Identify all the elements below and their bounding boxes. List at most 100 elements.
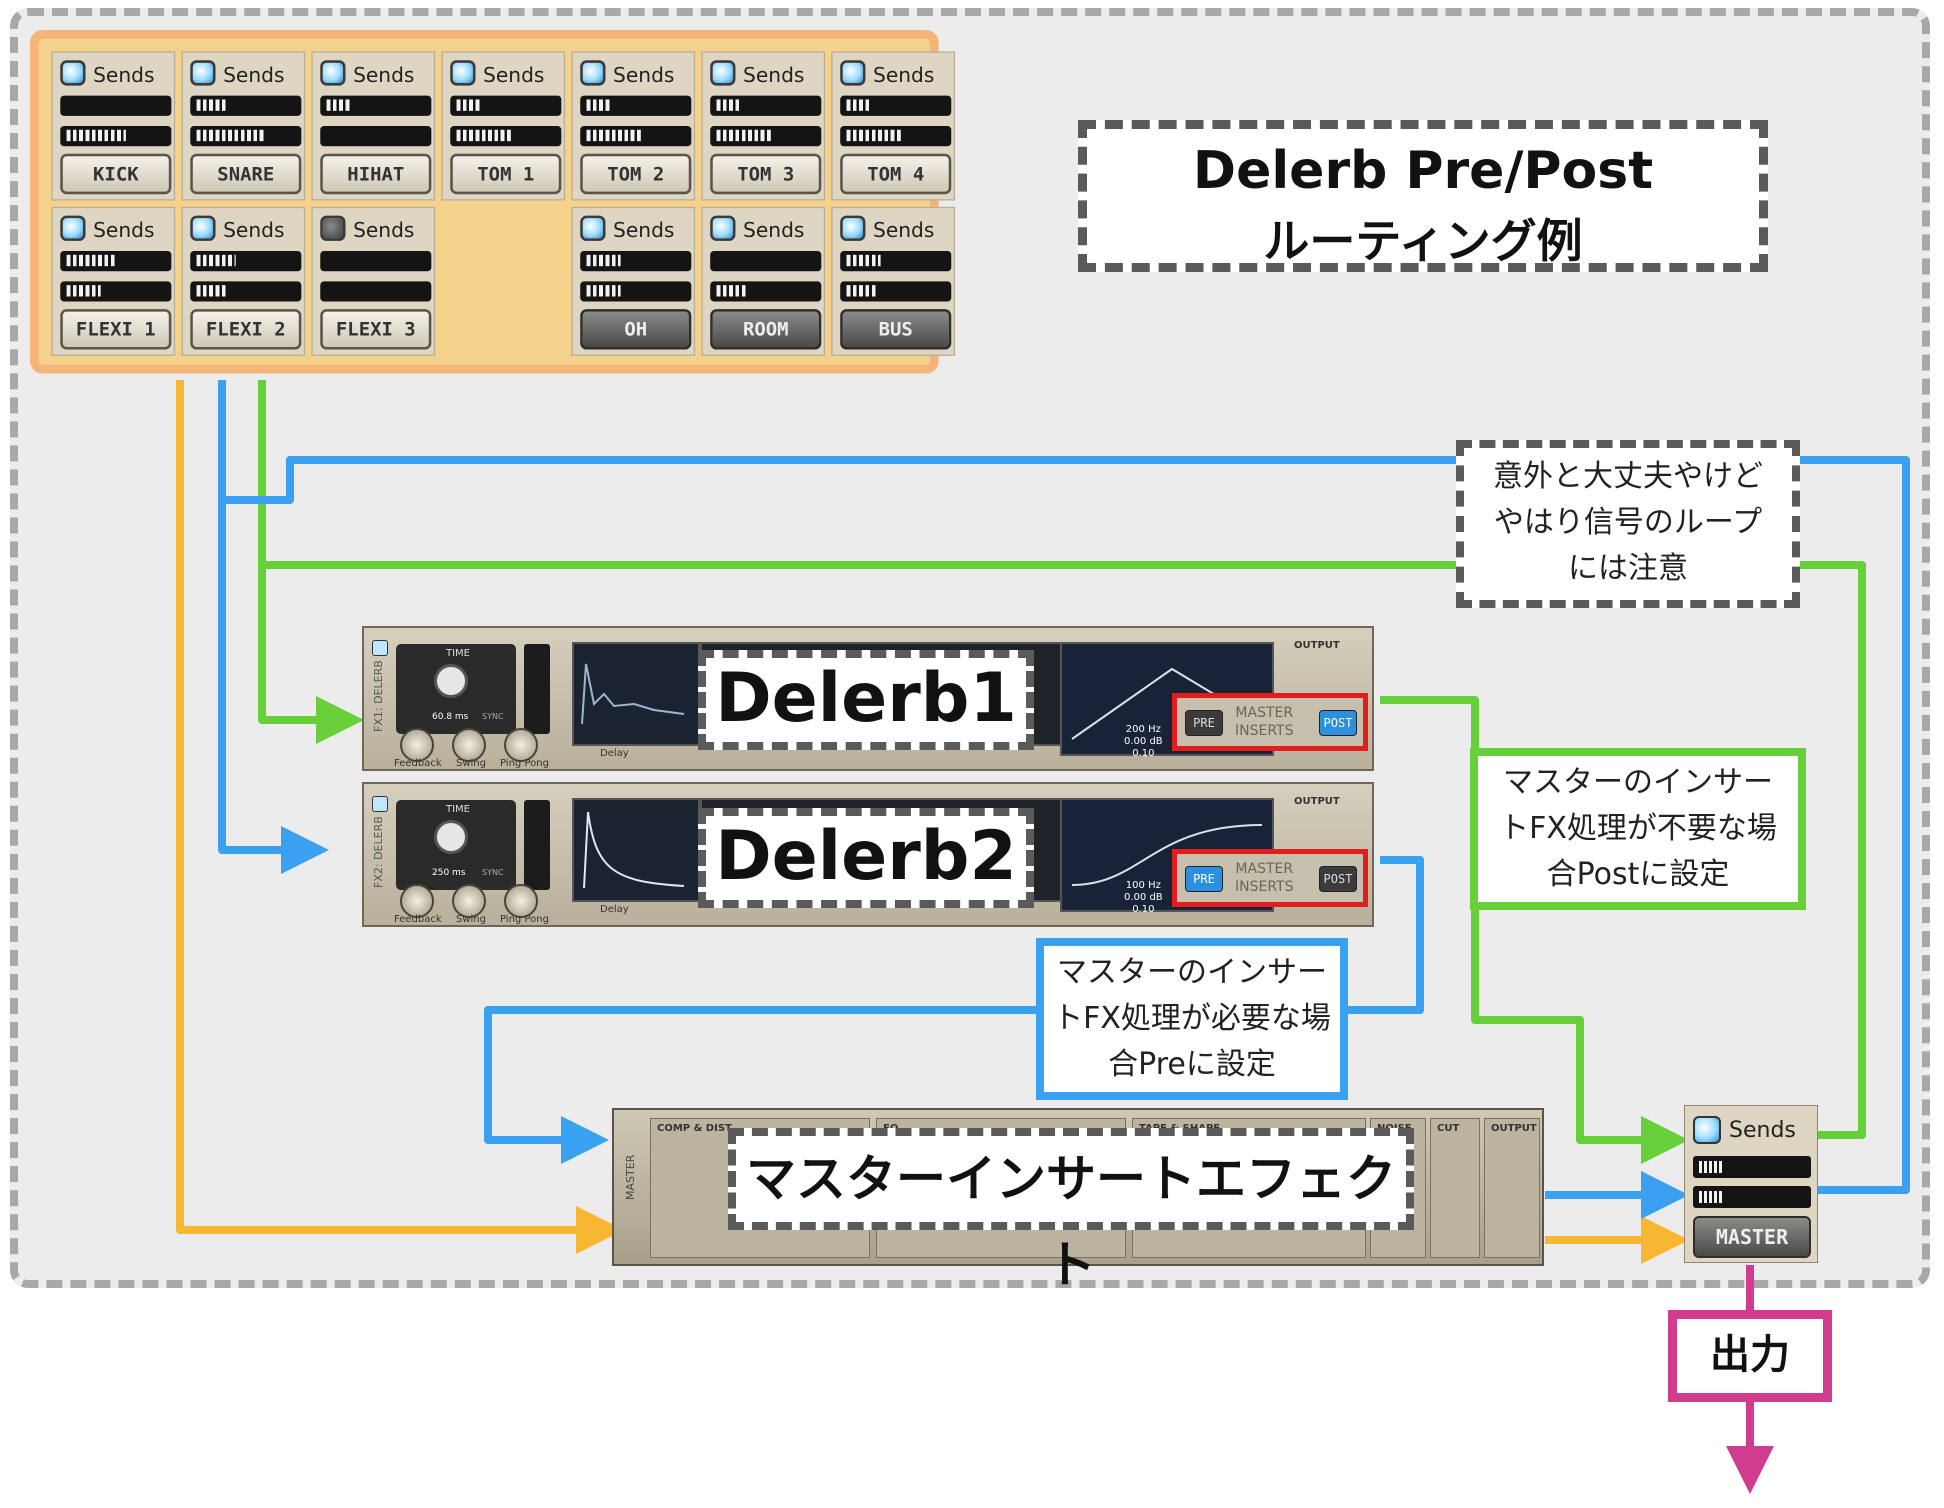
channel-button[interactable]: FLEXI 1	[60, 309, 172, 350]
send-level-bar-1[interactable]	[1693, 1156, 1811, 1178]
pre-button[interactable]: PRE	[1185, 710, 1223, 736]
send-level-bar-1[interactable]	[320, 95, 432, 116]
send-level-bar-1[interactable]	[320, 251, 432, 272]
sends-toggle[interactable]	[320, 215, 346, 241]
send-level-bar-2[interactable]	[840, 125, 952, 147]
wire-blue-delerb2-out	[484, 856, 1424, 1164]
note-pre-setting: マスターのインサー トFX処理が必要な場 合Preに設定	[1036, 938, 1348, 1100]
send-level-bar-2[interactable]	[840, 281, 952, 302]
wire-blue-to-delerb2	[218, 380, 329, 874]
send-level-bar-1[interactable]	[190, 95, 302, 116]
pre-button[interactable]: PRE	[1185, 866, 1223, 892]
channel-button[interactable]: FLEXI 2	[190, 309, 302, 350]
send-level-bar-1[interactable]	[580, 251, 692, 272]
time-value: 250 ms	[432, 868, 466, 878]
output-label: 出力	[1668, 1310, 1832, 1402]
channel-button[interactable]: HIHAT	[320, 153, 432, 195]
send-level-bar-1[interactable]	[710, 95, 822, 116]
send-level-bar-2[interactable]	[580, 125, 692, 147]
channel-button[interactable]: BUS	[840, 309, 952, 350]
post-button[interactable]: POST	[1319, 866, 1357, 892]
sends-label: Sends	[873, 62, 935, 87]
wire-blue-loop	[222, 456, 1910, 1194]
master-inserts-label: MASTER INSERTS	[1235, 704, 1293, 740]
channel-button[interactable]: OH	[580, 309, 692, 350]
send-level-bar-2[interactable]	[320, 281, 432, 302]
plugin-enable-toggle[interactable]	[372, 640, 388, 656]
time-knob[interactable]	[434, 820, 468, 854]
sends-toggle[interactable]	[710, 215, 736, 241]
send-level-bar-1[interactable]	[190, 251, 302, 272]
send-level-bar-1[interactable]	[60, 251, 172, 272]
sends-label: Sends	[93, 62, 155, 87]
sends-toggle[interactable]	[320, 60, 346, 86]
note-line: マスターのインサー	[1057, 955, 1327, 990]
send-level-bar-2[interactable]	[60, 125, 172, 147]
plugin-slot-label: FX1: DELERB	[372, 660, 385, 732]
send-level-bar-2[interactable]	[320, 125, 432, 147]
sends-toggle[interactable]	[580, 60, 606, 86]
sends-toggle[interactable]	[840, 60, 866, 86]
level-meter	[524, 800, 550, 890]
plugin-slot-label: FX2: DELERB	[372, 816, 385, 888]
sends-toggle[interactable]	[1693, 1116, 1721, 1144]
channel-button[interactable]: ROOM	[710, 309, 822, 350]
time-knob[interactable]	[434, 664, 468, 698]
send-level-bar-1[interactable]	[840, 95, 952, 116]
send-level-bar-2[interactable]	[710, 281, 822, 302]
master-button[interactable]: MASTER	[1693, 1216, 1811, 1258]
channel-button[interactable]: FLEXI 3	[320, 309, 432, 350]
sends-toggle[interactable]	[190, 215, 216, 241]
feedback-knob[interactable]	[400, 884, 434, 918]
sends-toggle[interactable]	[580, 215, 606, 241]
channel-button[interactable]: TOM 2	[580, 153, 692, 195]
swing-knob[interactable]	[452, 884, 486, 918]
note-line: には注意	[1568, 551, 1688, 586]
send-level-bar-2[interactable]	[190, 125, 302, 147]
send-level-bar-2[interactable]	[60, 281, 172, 302]
channel-button[interactable]: SNARE	[190, 153, 302, 195]
send-level-bar-2[interactable]	[450, 125, 562, 147]
send-level-bar-2[interactable]	[710, 125, 822, 147]
ping-pong-knob[interactable]	[504, 884, 538, 918]
ping-pong-knob[interactable]	[504, 728, 538, 762]
send-level-bar-1[interactable]	[580, 95, 692, 116]
section-header: CUT	[1437, 1123, 1460, 1134]
send-level-bar-1[interactable]	[60, 95, 172, 116]
master-text: MASTER	[1235, 705, 1294, 721]
sends-toggle[interactable]	[450, 60, 476, 86]
send-level-bar-1[interactable]	[450, 95, 562, 116]
send-level-bar-2[interactable]	[190, 281, 302, 302]
time-panel: TIME 250 ms SYNC	[396, 800, 516, 890]
output-label: OUTPUT	[1294, 640, 1340, 651]
sync-button[interactable]: SYNC	[482, 712, 504, 721]
send-level-bar-1[interactable]	[710, 251, 822, 272]
feedback-knob[interactable]	[400, 728, 434, 762]
note-line: 意外と大丈夫やけど	[1493, 459, 1763, 494]
sends-toggle[interactable]	[60, 60, 86, 86]
note-line: 合Postに設定	[1546, 857, 1730, 892]
sends-label: Sends	[483, 62, 545, 87]
send-level-bar-2[interactable]	[580, 281, 692, 302]
post-button[interactable]: POST	[1319, 710, 1357, 736]
sends-toggle[interactable]	[190, 60, 216, 86]
send-level-bar-1[interactable]	[840, 251, 952, 272]
delay-label: Delay	[600, 748, 629, 759]
swing-knob[interactable]	[452, 728, 486, 762]
sends-toggle[interactable]	[840, 215, 866, 241]
channel-button[interactable]: TOM 1	[450, 153, 562, 195]
plugin-enable-toggle[interactable]	[372, 796, 388, 812]
send-level-bar-2[interactable]	[1693, 1186, 1811, 1208]
channel-button[interactable]: TOM 4	[840, 153, 952, 195]
sync-button[interactable]: SYNC	[482, 868, 504, 877]
sends-toggle[interactable]	[60, 215, 86, 241]
sends-toggle[interactable]	[710, 60, 736, 86]
channel-button[interactable]: TOM 3	[710, 153, 822, 195]
channel-button[interactable]: KICK	[60, 153, 172, 195]
